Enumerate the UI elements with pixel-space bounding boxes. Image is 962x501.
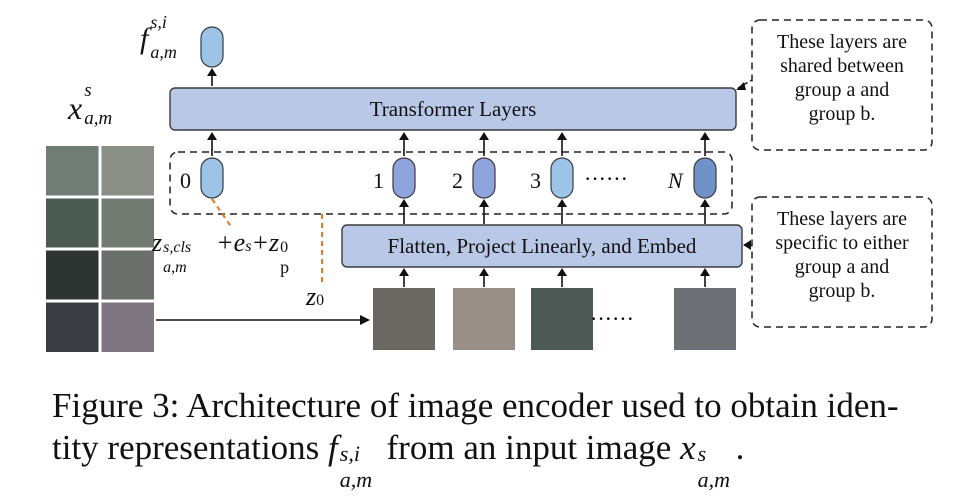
caption-line-1: Figure 3: Architecture of image encoder … [52,386,899,425]
output-token [200,26,224,68]
cls-link [211,198,233,229]
cls-token [200,157,224,199]
specific-note: These layers are specific to either grou… [775,208,909,302]
transformer-label: Transformer Layers [369,97,537,121]
specific-note-box [751,196,933,328]
token-3 [550,157,574,199]
token-index-3: 3 [530,168,541,193]
architecture-diagram: ······ ······ [46,19,933,352]
token-index-1: 1 [373,168,384,193]
z0-label: z0 [306,282,325,311]
token-n [693,157,717,199]
shared-note-box [751,19,933,151]
input-image-grid [46,146,154,352]
transformer-box [169,87,737,131]
token-index-0: 0 [180,168,191,193]
token-index-2: 2 [452,168,463,193]
shared-note: These layers are shared between group a … [777,31,907,125]
token-container [169,151,733,215]
figure-caption: Figure 3: Architecture of image encoder … [52,385,942,492]
token-index-n: N [668,168,683,193]
embed-box [341,224,743,268]
patch-sequence [373,288,736,350]
token-2 [472,157,496,199]
token-1 [392,157,416,199]
token-ellipsis: ······ [584,166,628,191]
patch-ellipsis: ······ [590,306,634,331]
embed-label: Flatten, Project Linearly, and Embed [387,234,697,258]
